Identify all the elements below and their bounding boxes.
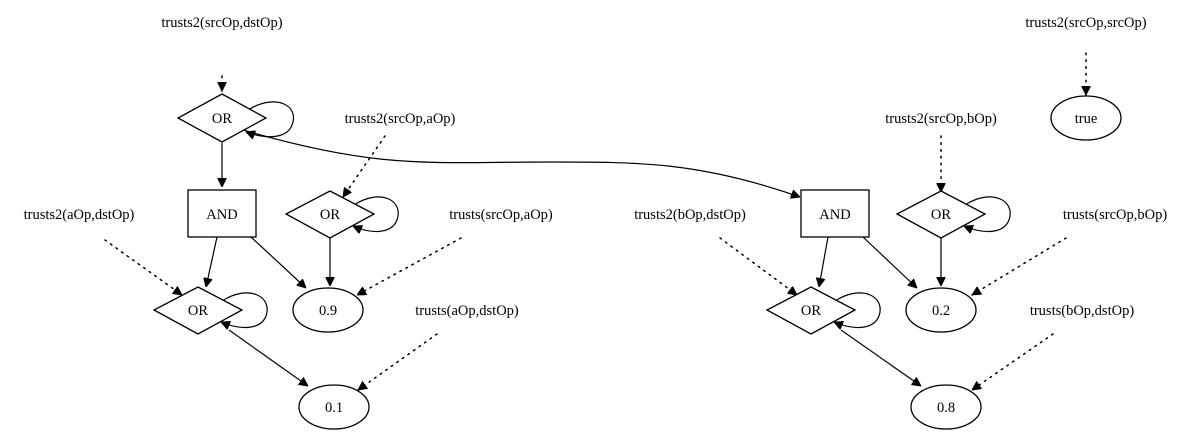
node-or-low-right[interactable]: OR [765,286,857,335]
edge-and-right-to-or-low-right [819,236,829,287]
node-and-left[interactable]: AND [187,189,257,238]
label-t2-src-a: trusts2(srcOp,aOp) [345,111,456,127]
node-or-top[interactable]: OR [176,93,268,143]
node-or-mid-right-label: OR [931,207,951,223]
node-val-true-label: true [1075,111,1098,127]
node-val-08[interactable]: 0.8 [910,384,982,430]
edge-label-t-src-b [972,237,1067,296]
selfloop-or-top [246,101,295,137]
selfloop-or-mid-right [964,196,1011,232]
label-t2-src-b: trusts2(srcOp,bOp) [885,111,997,127]
node-or-mid-left[interactable]: OR [284,190,376,239]
node-val-09[interactable]: 0.9 [292,287,364,333]
edge-or-low-right-to-val-08 [840,329,921,386]
label-t2-a-dst: trusts2(aOp,dstOp) [24,207,135,223]
selfloop-or-mid-left [353,196,399,232]
edge-label-t2-src-a [342,135,386,197]
label-t-src-a: trusts(srcOp,aOp) [449,207,553,223]
node-or-top-label: OR [212,111,232,127]
node-val-09-label: 0.9 [319,303,337,319]
edge-or-low-left-to-val-01 [228,329,308,386]
label-t2-b-dst: trusts2(bOp,dstOp) [634,207,746,223]
selfloop-or-low-left [221,292,268,328]
edge-and-left-to-val-09 [250,236,306,288]
selfloop-or-low-right [834,292,881,328]
edge-and-left-to-or-low-left [206,236,218,287]
label-t-a-dst: trusts(aOp,dstOp) [415,303,519,319]
node-or-low-left-label: OR [188,303,208,319]
node-val-08-label: 0.8 [937,400,955,416]
node-and-right-label: AND [819,207,850,223]
node-or-mid-left-label: OR [320,207,340,223]
label-t2-src-src: trusts2(srcOp,srcOp) [1025,15,1146,31]
edge-label-t-b-dst [972,333,1054,391]
node-val-01-label: 0.1 [325,400,343,416]
node-val-01[interactable]: 0.1 [298,384,370,430]
edge-label-t-src-a [357,237,462,296]
edge-label-t2-b-dst [719,237,797,296]
node-and-right[interactable]: AND [800,189,870,238]
edge-and-right-to-val-02 [862,236,917,288]
node-val-02-label: 0.2 [932,303,950,319]
node-val-02[interactable]: 0.2 [905,287,977,333]
node-or-low-left[interactable]: OR [152,286,244,335]
edge-label-t-a-dst [358,333,438,391]
node-or-low-right-label: OR [801,303,821,319]
label-t-src-b: trusts(srcOp,bOp) [1063,207,1167,223]
node-val-true[interactable]: true [1050,95,1122,141]
edge-label-t2-a-dst [104,239,182,296]
label-t2-src-dst: trusts2(srcOp,dstOp) [161,15,282,31]
node-or-mid-right[interactable]: OR [895,190,987,239]
label-t-b-dst: trusts(bOp,dstOp) [1030,303,1134,319]
edge-or-top-to-and-right [242,129,800,197]
node-and-left-label: AND [206,207,237,223]
